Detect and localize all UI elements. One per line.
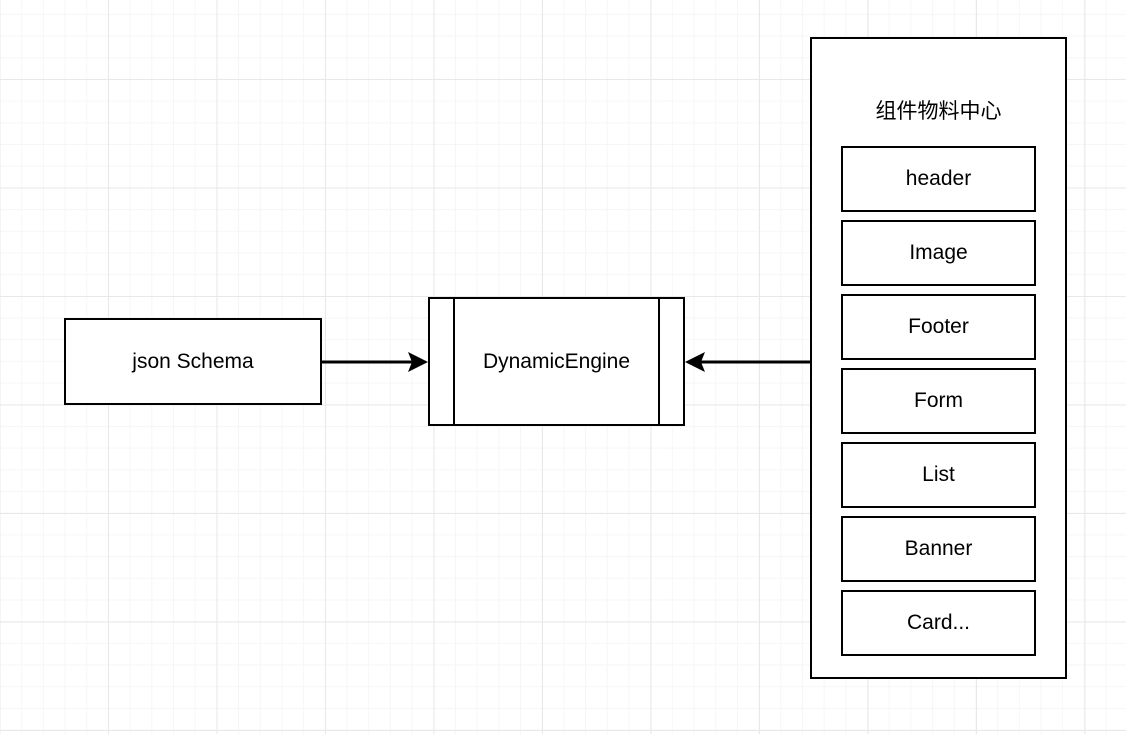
material-item-label: List <box>922 463 955 486</box>
node-dynamic-engine-label: DynamicEngine <box>482 349 631 373</box>
edge-material-center-to-dynamic-engine[interactable] <box>685 346 810 380</box>
process-right-bar <box>658 297 660 426</box>
material-item-image[interactable]: Image <box>841 220 1036 286</box>
material-item-card[interactable]: Card... <box>841 590 1036 656</box>
material-item-list: header Image Footer Form List Banner Car… <box>841 146 1036 656</box>
material-item-label: Card... <box>906 611 971 634</box>
material-item-list-component[interactable]: List <box>841 442 1036 508</box>
material-item-label: Banner <box>904 537 973 560</box>
arrowhead-right-icon <box>408 352 428 372</box>
arrowhead-left-icon <box>685 352 705 372</box>
material-center-title: 组件物料中心 <box>875 99 1002 123</box>
material-item-banner[interactable]: Banner <box>841 516 1036 582</box>
process-left-bar <box>453 297 455 426</box>
node-dynamic-engine[interactable]: DynamicEngine <box>428 297 685 426</box>
node-material-center[interactable]: 组件物料中心 header Image Footer Form List Ban… <box>810 37 1067 679</box>
node-json-schema[interactable]: json Schema <box>64 318 322 405</box>
material-item-footer[interactable]: Footer <box>841 294 1036 360</box>
material-item-label: Form <box>914 389 963 412</box>
node-json-schema-label: json Schema <box>132 349 254 373</box>
edge-json-schema-to-dynamic-engine[interactable] <box>322 346 430 380</box>
material-item-header[interactable]: header <box>841 146 1036 212</box>
material-item-label: Image <box>909 241 968 264</box>
material-item-label: Footer <box>908 315 969 338</box>
material-item-form[interactable]: Form <box>841 368 1036 434</box>
material-item-label: header <box>905 167 972 190</box>
